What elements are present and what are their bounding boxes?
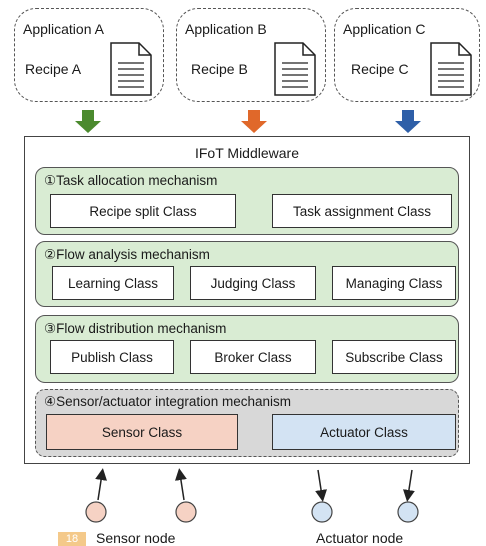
sensor-class: Sensor Class: [46, 414, 238, 450]
subscribe-class: Subscribe Class: [332, 340, 456, 374]
arrow-down-icon: [241, 110, 267, 133]
flow-analysis-mechanism: ②Flow analysis mechanism Learning Class …: [35, 241, 459, 307]
sensor-node-circle: [85, 501, 107, 523]
recipe-c-label: Recipe C: [351, 61, 409, 77]
publish-class: Publish Class: [50, 340, 174, 374]
broker-class: Broker Class: [190, 340, 316, 374]
arrow-down-icon: [75, 110, 101, 133]
nodes-graphic: [85, 468, 419, 523]
page-number-badge: 18: [58, 532, 86, 546]
mechanism-title: ④Sensor/actuator integration mechanism: [44, 394, 291, 409]
flow-distribution-mechanism: ③Flow distribution mechanism Publish Cla…: [35, 315, 459, 383]
task-assignment-class: Task assignment Class: [272, 194, 452, 228]
learning-class: Learning Class: [52, 266, 174, 300]
actuator-class: Actuator Class: [272, 414, 456, 450]
mechanism-title: ②Flow analysis mechanism: [44, 247, 210, 262]
sensor-arrow: [95, 468, 108, 501]
document-icon: [430, 42, 472, 96]
sensor-actuator-integration-mechanism: ④Sensor/actuator integration mechanism S…: [35, 389, 459, 457]
sensor-node-label: Sensor node: [96, 530, 176, 546]
middleware-title: IFoT Middleware: [194, 145, 299, 161]
application-b-title: Application B: [185, 21, 267, 37]
document-icon: [110, 42, 152, 96]
actuator-node-circle: [311, 501, 333, 523]
document-icon: [274, 42, 316, 96]
arrow-a-shape: [75, 110, 101, 133]
actuator-node-label: Actuator node: [316, 530, 404, 546]
recipe-b-label: Recipe B: [191, 61, 248, 77]
mechanism-title: ③Flow distribution mechanism: [44, 321, 227, 336]
actuator-arrow: [402, 469, 415, 502]
judging-class: Judging Class: [190, 266, 316, 300]
arrow-c-shape: [395, 110, 421, 133]
application-c-box: Application C Recipe C: [334, 8, 480, 102]
actuator-node-circle: [397, 501, 419, 523]
application-c-title: Application C: [343, 21, 426, 37]
arrow-b-shape: [241, 110, 267, 133]
actuator-arrow: [315, 469, 328, 502]
recipe-split-class: Recipe split Class: [50, 194, 236, 228]
mechanism-title: ①Task allocation mechanism: [44, 173, 218, 188]
application-b-box: Application B Recipe B: [176, 8, 326, 102]
application-a-box: Application A Recipe A: [14, 8, 164, 102]
recipe-a-label: Recipe A: [25, 61, 82, 77]
middleware-box: IFoT Middleware ①Task allocation mechani…: [24, 136, 470, 464]
task-allocation-mechanism: ①Task allocation mechanism Recipe split …: [35, 167, 459, 235]
sensor-node-circle: [175, 501, 197, 523]
sensor-arrow: [174, 468, 187, 501]
managing-class: Managing Class: [332, 266, 456, 300]
arrow-down-icon: [395, 110, 421, 133]
application-a-title: Application A: [23, 21, 104, 37]
